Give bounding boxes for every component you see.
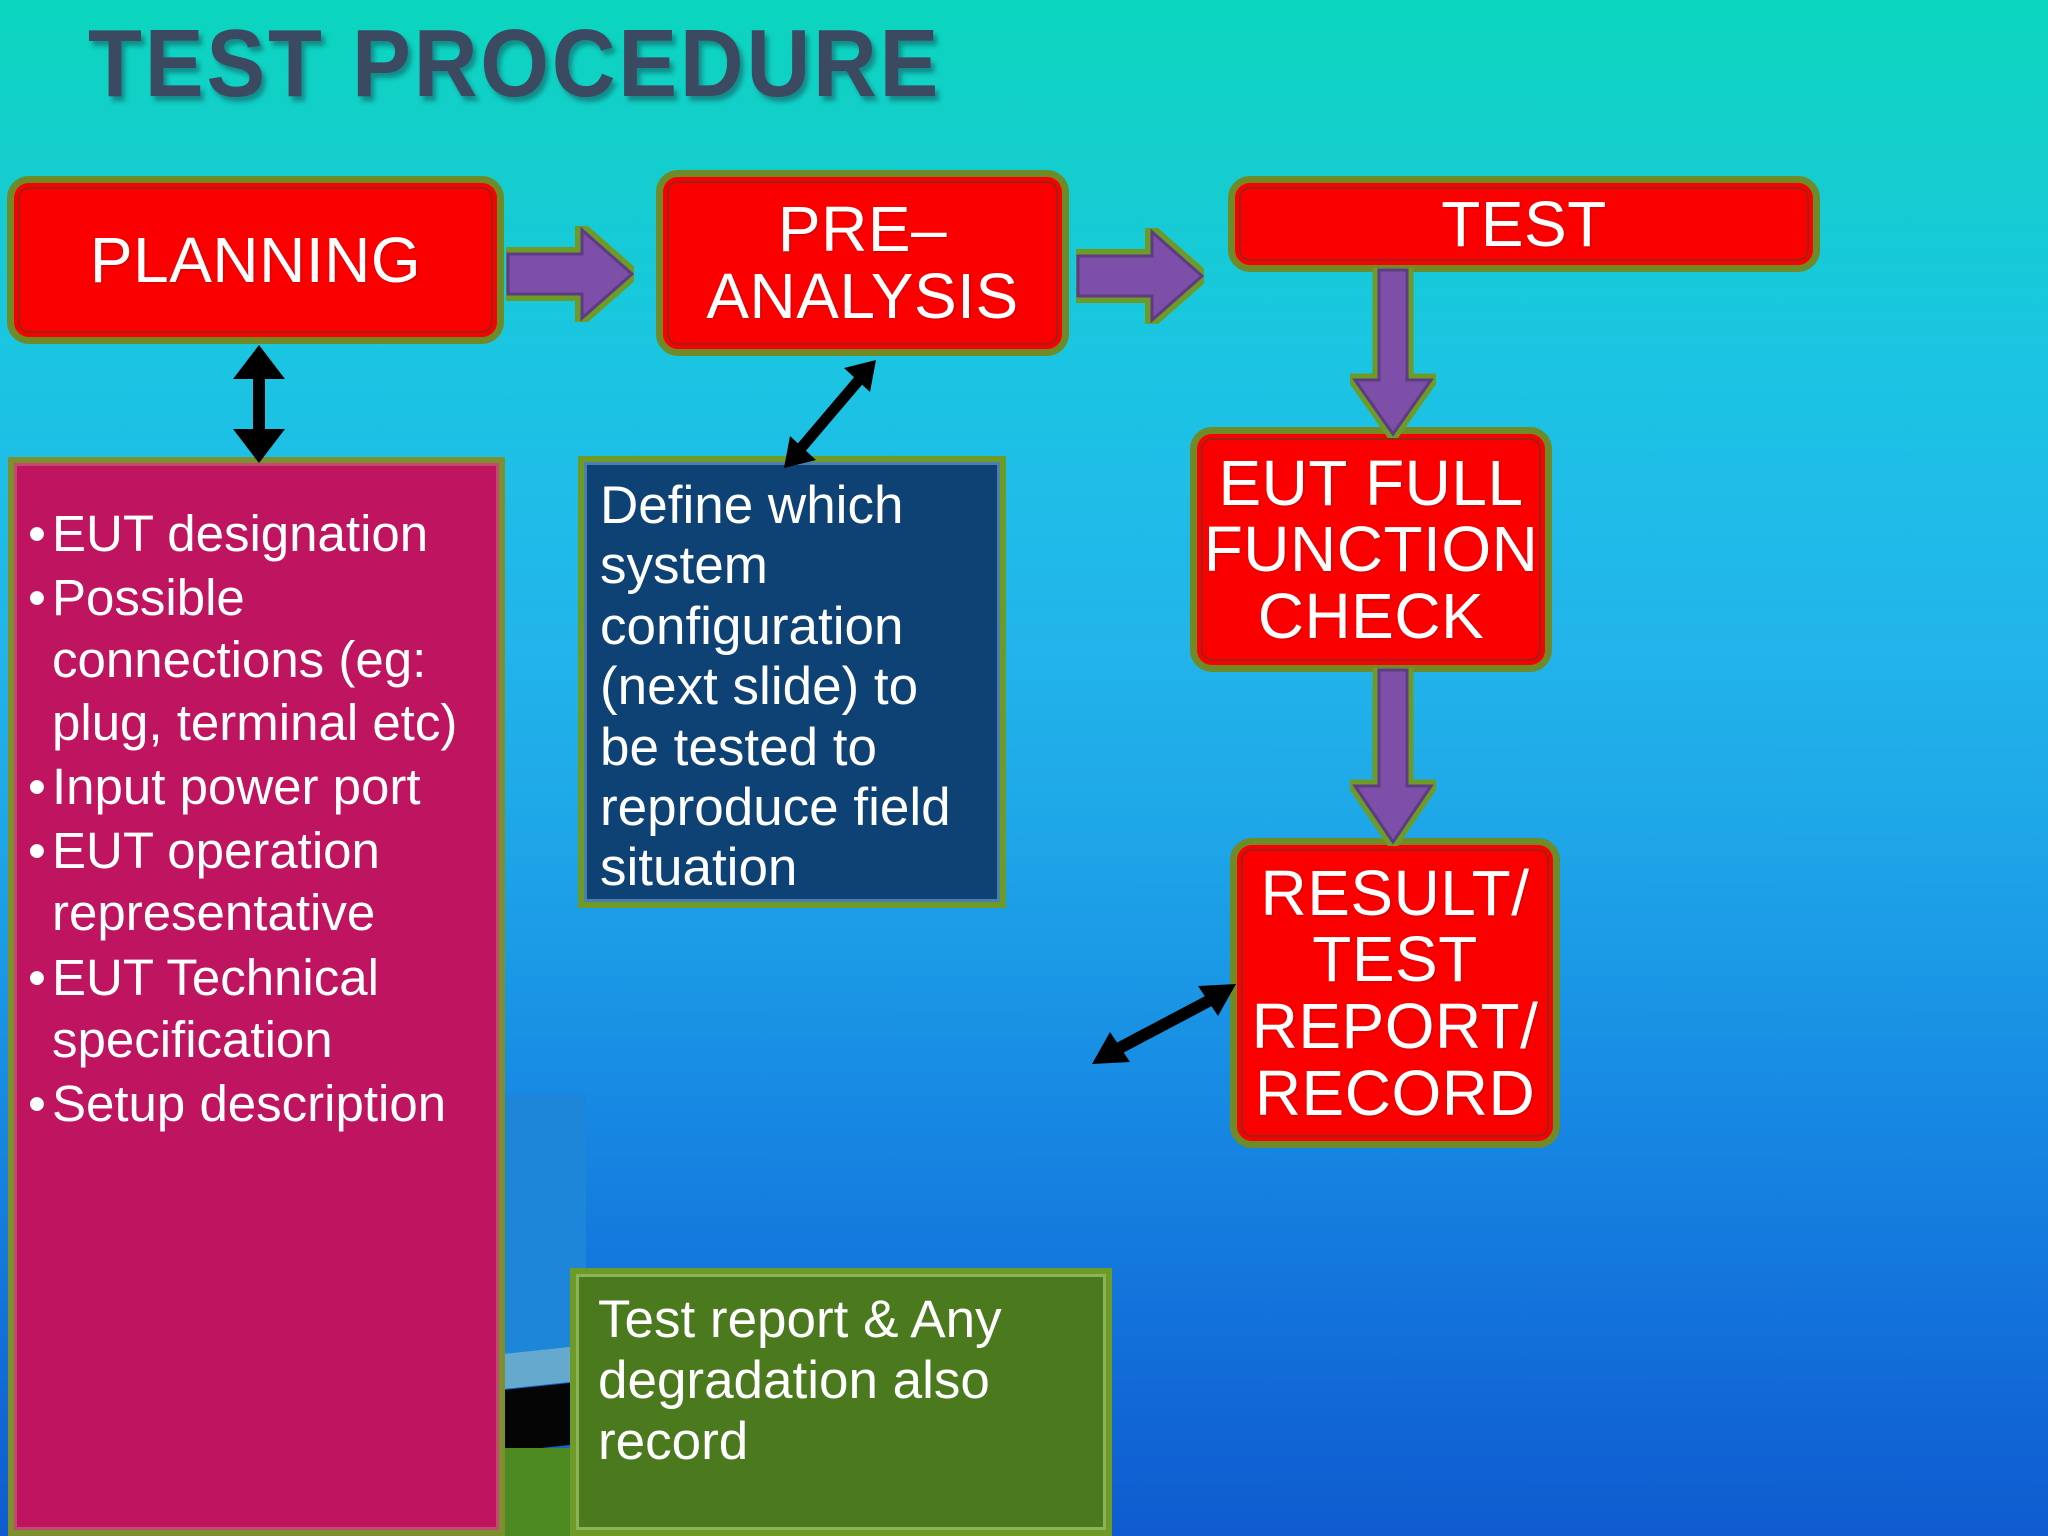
double-arrow-diagonal-icon (780, 358, 880, 470)
eut-check-line3: CHECK (1257, 579, 1485, 652)
block-arrow-right-icon (506, 226, 634, 322)
block-arrow-down-icon (1350, 668, 1436, 846)
flow-node-test[interactable]: TEST (1228, 176, 1820, 272)
flow-node-result-test-report-record[interactable]: RESULT/ TEST REPORT/ RECORD (1230, 838, 1560, 1148)
result-line2: TEST (1312, 923, 1478, 996)
panel-pre-analysis-details: Define which system configuration (next … (578, 456, 1006, 908)
planning-details-list: EUT designation Possible connections (eg… (28, 503, 485, 1137)
test-report-details-text: Test report & Any degradation also recor… (598, 1290, 1002, 1471)
flow-node-pre-analysis-line2: ANALYSIS (706, 260, 1019, 332)
double-arrow-vertical-icon (213, 345, 305, 463)
block-arrow-down-icon (1350, 268, 1436, 438)
list-item: EUT operation representative (28, 820, 485, 944)
list-item: Input power port (28, 756, 485, 818)
list-item: EUT designation (28, 503, 485, 565)
eut-check-line2: FUNCTION (1203, 513, 1539, 586)
list-item: Possible connections (eg: plug, terminal… (28, 567, 485, 754)
block-arrow-right-icon (1076, 228, 1204, 324)
flow-node-pre-analysis[interactable]: PRE– ANALYSIS (656, 170, 1069, 356)
flow-node-test-label: TEST (1441, 187, 1607, 260)
page-title: TEST PROCEDURE (88, 10, 942, 117)
panel-planning-details: EUT designation Possible connections (eg… (8, 457, 505, 1536)
list-item: EUT Technical specification (28, 947, 485, 1071)
pre-analysis-details-text: Define which system configuration (next … (600, 476, 951, 898)
eut-check-line1: EUT FULL (1218, 446, 1524, 519)
double-arrow-diagonal-icon (1090, 978, 1240, 1068)
result-line4: RECORD (1254, 1056, 1536, 1129)
panel-test-report-details: Test report & Any degradation also recor… (570, 1268, 1112, 1536)
flow-node-planning[interactable]: PLANNING (7, 176, 504, 344)
flow-node-planning-label: PLANNING (89, 223, 422, 296)
flow-node-pre-analysis-line1: PRE– (777, 193, 948, 266)
list-item: Setup description (28, 1073, 485, 1135)
result-line3: REPORT/ (1251, 990, 1539, 1062)
flow-node-eut-full-function-check[interactable]: EUT FULL FUNCTION CHECK (1190, 427, 1552, 672)
result-line1: RESULT/ (1260, 856, 1530, 929)
